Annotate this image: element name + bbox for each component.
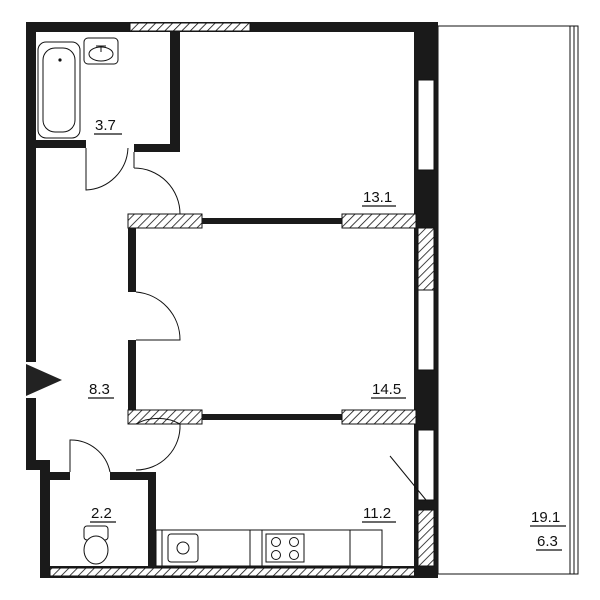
entrance-arrow-icon	[26, 364, 62, 396]
partition-upper-mid	[202, 218, 342, 224]
bottom-wall-hatch	[49, 567, 431, 577]
area-bathroom: 3.7	[95, 117, 116, 134]
outer-walls	[26, 22, 438, 578]
partitions	[50, 213, 417, 566]
area-loggia-total: 19.1	[531, 509, 560, 526]
partition-lower-left	[127, 409, 203, 425]
partition-upper-right	[341, 213, 417, 229]
door-bedroom-middle	[135, 291, 181, 341]
stove-burner-1	[271, 537, 281, 547]
area-bedroom-top: 13.1	[363, 189, 392, 206]
wc-right-wall	[148, 472, 156, 566]
bathtub-inner	[42, 47, 76, 133]
window-bedroom-top	[417, 79, 435, 171]
area-loggia-reduced: 6.3	[537, 533, 558, 550]
doors	[69, 147, 427, 501]
loggia-outline	[437, 25, 579, 575]
fixtures	[37, 37, 383, 567]
area-wc: 2.2	[91, 505, 112, 522]
stove-burner-4	[289, 550, 299, 560]
left-wall-upper	[26, 22, 36, 362]
door-wc	[69, 439, 111, 473]
wc-left-wall	[40, 460, 50, 572]
window-bedroom-middle	[417, 289, 435, 371]
partition-lower-right	[341, 409, 417, 425]
area-bedroom-middle: 14.5	[372, 381, 401, 398]
bathroom-walls	[36, 32, 180, 152]
area-hallway: 8.3	[89, 381, 110, 398]
bath-right-wall	[170, 32, 180, 152]
bath-bottom-wall-right	[134, 144, 180, 152]
area-kitchen: 11.2	[363, 505, 391, 522]
toilet-bowl	[83, 535, 109, 565]
kitchen-sink-drain	[176, 541, 190, 555]
door-bathroom	[85, 147, 129, 191]
facade-hatch-2	[417, 509, 435, 567]
stove-burner-2	[289, 537, 299, 547]
partition-vert-lower	[128, 340, 136, 410]
wc-top-wall-left	[50, 472, 70, 480]
stove	[265, 533, 305, 563]
door-loggia-swing	[389, 455, 427, 501]
bath-bottom-wall-left	[36, 140, 86, 148]
door-kitchen-loggia	[417, 429, 435, 501]
left-wall-lower	[26, 398, 36, 470]
bathtub-drain	[58, 58, 62, 62]
door-kitchen	[135, 417, 181, 471]
partition-lower-mid	[202, 414, 342, 420]
facade-hatch-1	[417, 227, 435, 291]
wc-top-wall-right	[110, 472, 156, 480]
door-bedroom-top	[133, 152, 181, 215]
loggia	[437, 25, 579, 575]
room-labels: 3.7 13.1 8.3 14.5 2.2 11.2 19.1 6.3	[88, 117, 566, 551]
partition-upper-left	[127, 213, 203, 229]
washbasin-tap	[96, 45, 106, 52]
top-wall-window	[129, 22, 251, 32]
stove-burner-3	[271, 550, 281, 560]
partition-vert-upper	[128, 228, 136, 292]
left-wall-step	[26, 460, 50, 470]
